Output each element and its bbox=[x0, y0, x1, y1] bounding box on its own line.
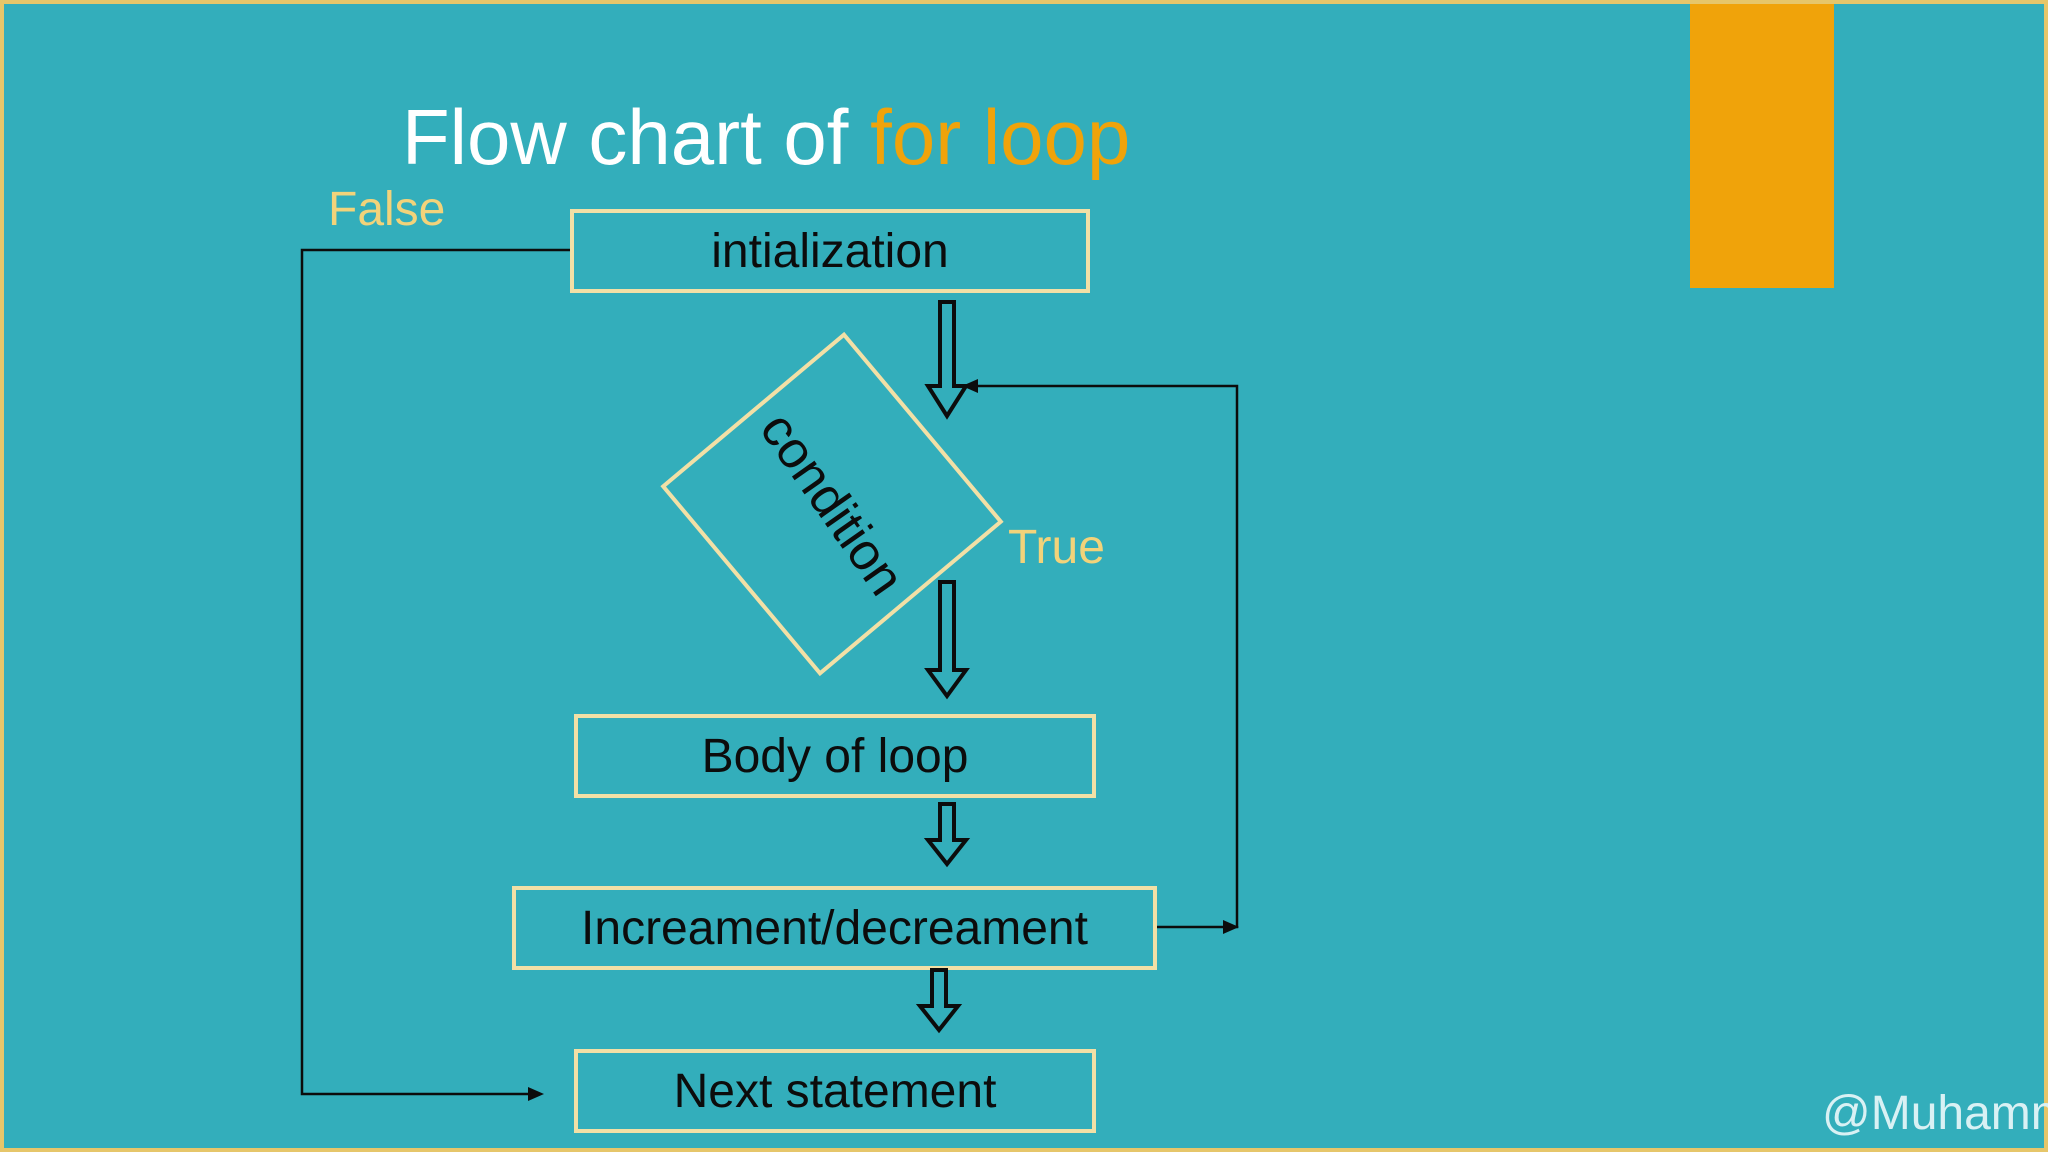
watermark: @Muhamm bbox=[1822, 1087, 2048, 1140]
line-arrow-icon-update bbox=[1223, 920, 1239, 934]
hollow-down-arrow-icon-3 bbox=[923, 802, 971, 868]
body-node: Body of loop bbox=[574, 714, 1096, 798]
loop-back-line bbox=[974, 384, 1239, 929]
line-arrow-icon-next bbox=[528, 1087, 544, 1101]
hollow-down-arrow-icon-4 bbox=[915, 968, 963, 1034]
true-label: True bbox=[1008, 521, 1105, 574]
body-label: Body of loop bbox=[701, 729, 969, 783]
title-highlight: for loop bbox=[870, 93, 1131, 181]
hollow-down-arrow-icon-2 bbox=[924, 580, 970, 700]
initialization-label: intialization bbox=[711, 224, 949, 278]
update-label: Increament/decreament bbox=[581, 901, 1088, 955]
next-label: Next statement bbox=[673, 1064, 997, 1118]
page-title: Flow chart of for loop bbox=[402, 89, 1130, 185]
update-node: Increament/decreament bbox=[512, 886, 1157, 970]
title-prefix: Flow chart of bbox=[402, 93, 871, 181]
accent-block bbox=[1690, 4, 1834, 288]
initialization-node: intialization bbox=[570, 209, 1090, 293]
next-node: Next statement bbox=[574, 1049, 1096, 1133]
line-arrow-icon-condition bbox=[962, 379, 978, 393]
false-label: False bbox=[328, 183, 446, 236]
hollow-down-arrow-icon-1 bbox=[924, 300, 970, 420]
